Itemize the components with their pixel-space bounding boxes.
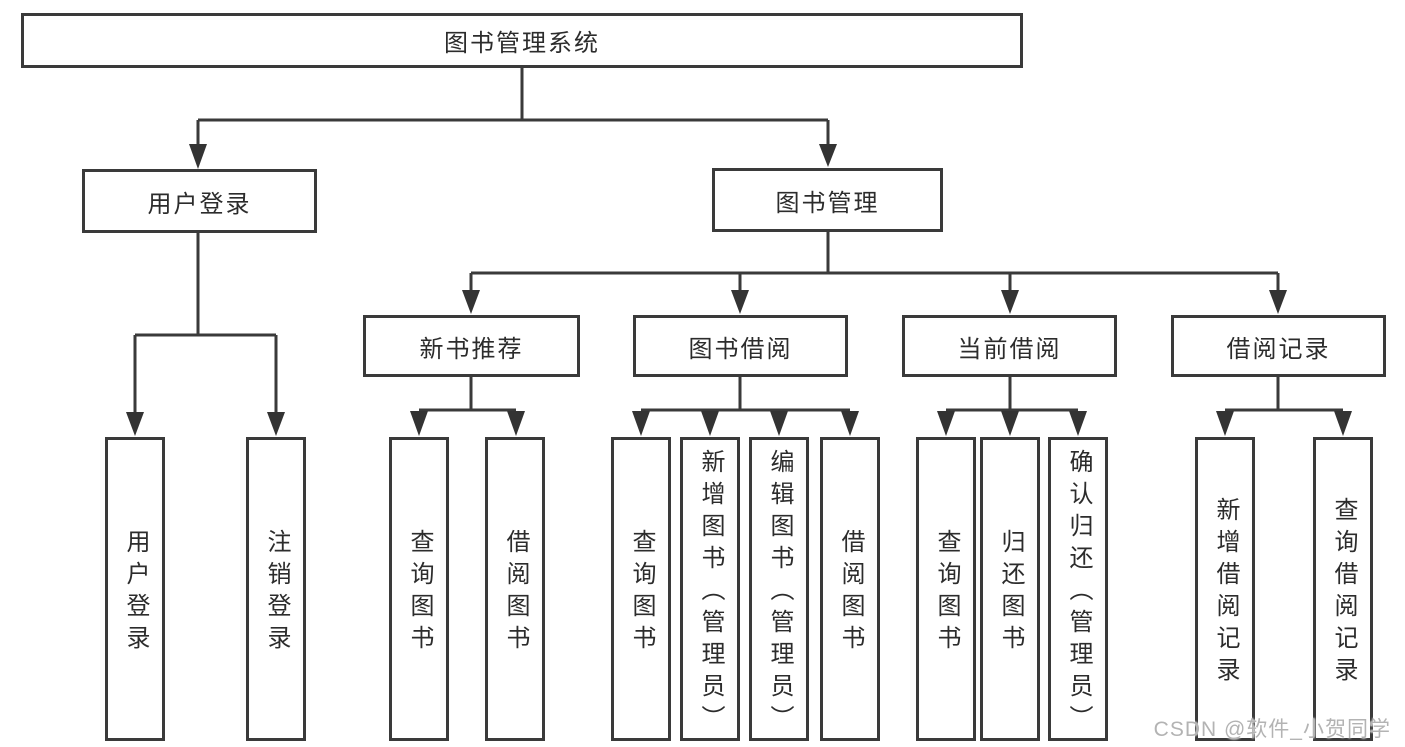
node-new-book-recommend: 新书推荐	[363, 315, 580, 377]
node-label: 新增图书（管理员）	[697, 449, 724, 737]
node-book-borrowing: 图书借阅	[633, 315, 848, 377]
node-label: 新增借阅记录	[1212, 497, 1239, 689]
leaf-user-login: 用户登录	[105, 437, 165, 741]
leaf-borrow-add-books-admin: 新增图书（管理员）	[680, 437, 740, 741]
leaf-recommend-borrow-books: 借阅图书	[485, 437, 545, 741]
node-label: 用户登录	[122, 529, 149, 657]
leaf-current-return-books: 归还图书	[980, 437, 1040, 741]
leaf-current-query-books: 查询图书	[916, 437, 976, 741]
node-label: 编辑图书（管理员）	[766, 449, 793, 737]
leaf-records-add-record: 新增借阅记录	[1195, 437, 1255, 741]
node-label: 图书管理	[775, 189, 880, 217]
leaf-current-confirm-return-admin: 确认归还（管理员）	[1048, 437, 1108, 741]
node-user-login: 用户登录	[82, 169, 317, 233]
node-label: 确认归还（管理员）	[1065, 449, 1092, 737]
leaf-borrow-query-books: 查询图书	[611, 437, 671, 741]
node-label: 注销登录	[263, 529, 290, 657]
node-label: 借阅图书	[502, 529, 529, 657]
arrowheads	[126, 144, 1352, 436]
node-label: 图书管理系统	[444, 30, 600, 57]
leaf-recommend-query-books: 查询图书	[389, 437, 449, 741]
node-book-management: 图书管理	[712, 168, 943, 232]
node-label: 查询图书	[406, 529, 433, 657]
leaf-borrow-edit-books-admin: 编辑图书（管理员）	[749, 437, 809, 741]
leaf-logout-login: 注销登录	[246, 437, 306, 741]
node-label: 借阅记录	[1226, 335, 1331, 363]
node-label: 图书借阅	[688, 335, 793, 363]
node-label: 查询借阅记录	[1330, 497, 1357, 689]
node-label: 查询图书	[933, 529, 960, 657]
node-label: 新书推荐	[419, 335, 524, 363]
leaf-records-query-record: 查询借阅记录	[1313, 437, 1373, 741]
node-label: 借阅图书	[837, 529, 864, 657]
node-label: 当前借阅	[957, 335, 1062, 363]
node-label: 查询图书	[628, 529, 655, 657]
node-borrowing-records: 借阅记录	[1171, 315, 1386, 377]
csdn-watermark: CSDN @软件_小贺同学	[1153, 718, 1391, 741]
node-label: 归还图书	[997, 529, 1024, 657]
node-current-borrowing: 当前借阅	[902, 315, 1117, 377]
node-label: 用户登录	[147, 190, 252, 218]
node-library-management-system: 图书管理系统	[21, 13, 1023, 68]
leaf-borrow-borrow-books: 借阅图书	[820, 437, 880, 741]
